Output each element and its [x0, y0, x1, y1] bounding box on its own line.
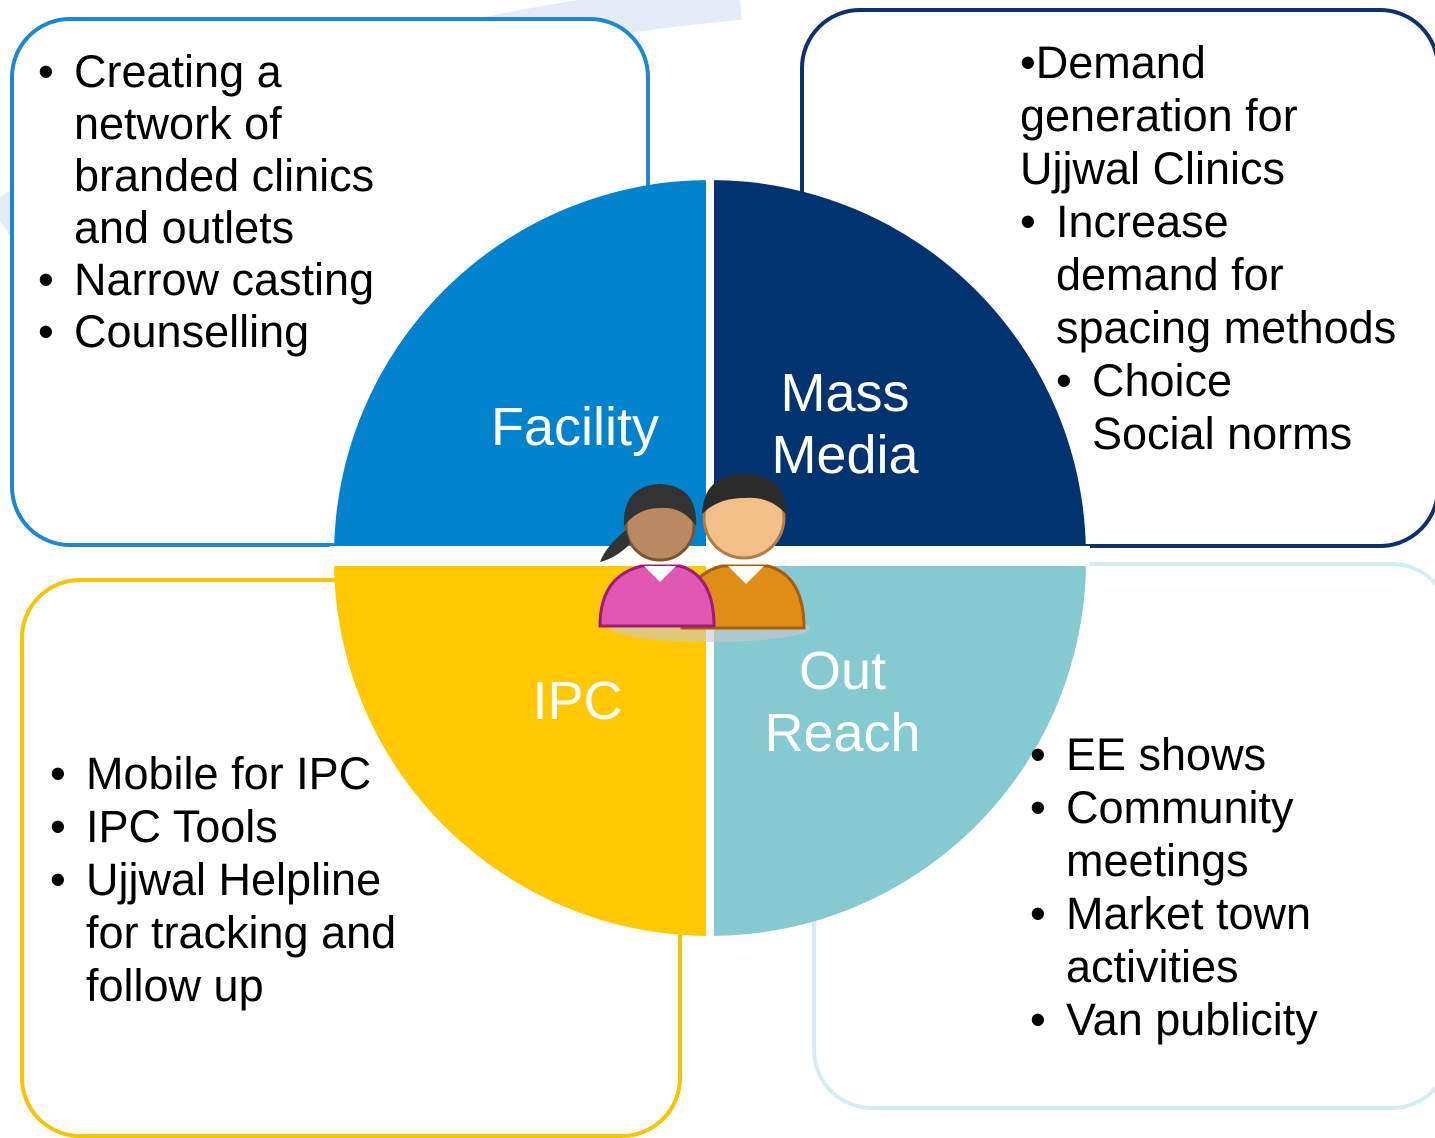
- ipc-slice[interactable]: [333, 556, 710, 936]
- people-couple-icon: [598, 474, 810, 642]
- outreach-list: EE showsCommunitymeetingsMarket townacti…: [1030, 728, 1318, 1046]
- ipc-item: IPC Tools: [50, 800, 396, 853]
- pie-diagram: [330, 180, 1090, 940]
- outreach-item: meetings: [1066, 835, 1249, 886]
- outreach-label-line2: Reach: [764, 703, 921, 763]
- ipc-item: for tracking and: [86, 907, 397, 958]
- facility-item: Narrow casting: [38, 254, 374, 306]
- outreach-item: Van publicity: [1030, 993, 1318, 1046]
- mass-media-label-line1: Mass: [780, 363, 910, 423]
- mass-media-item: •Demand: [1020, 37, 1206, 88]
- ipc-list: Mobile for IPCIPC ToolsUjjwal Helplinefo…: [50, 747, 396, 1012]
- outreach-label-line1: Out: [798, 641, 887, 701]
- mass-media-item: demand for: [1056, 249, 1284, 300]
- ipc-item: Ujjwal Helpline: [50, 853, 396, 906]
- mass-media-item: spacing methods: [1056, 302, 1397, 353]
- facility-item: branded clinics: [74, 150, 375, 201]
- mass-media-item: Choice: [1020, 354, 1396, 407]
- mass-media-item: generation for: [1020, 90, 1298, 141]
- outreach-item: EE shows: [1030, 728, 1318, 781]
- mass-media-label: Mass Media: [735, 362, 955, 486]
- facility-slice[interactable]: [334, 180, 710, 556]
- mass-media-item: Social norms: [1092, 408, 1353, 459]
- outreach-item: Community: [1030, 781, 1318, 834]
- ipc-item: follow up: [86, 960, 264, 1011]
- outreach-slice[interactable]: [710, 556, 1087, 936]
- facility-item: network of: [74, 98, 282, 149]
- facility-item: and outlets: [74, 202, 295, 253]
- mass-media-label-line2: Media: [771, 425, 919, 485]
- facility-item: Counselling: [38, 306, 374, 358]
- facility-label: Facility: [490, 397, 659, 457]
- mass-media-slice[interactable]: [710, 180, 1086, 556]
- outreach-label: Out Reach: [730, 640, 955, 764]
- ipc-label: IPC: [532, 671, 623, 731]
- outreach-item: activities: [1066, 941, 1239, 992]
- outreach-item: Market town: [1030, 887, 1318, 940]
- mass-media-item: Ujjwal Clinics: [1020, 143, 1286, 194]
- facility-item: Creating a: [38, 46, 374, 98]
- ipc-item: Mobile for IPC: [50, 747, 396, 800]
- mass-media-item: Increase: [1020, 195, 1396, 248]
